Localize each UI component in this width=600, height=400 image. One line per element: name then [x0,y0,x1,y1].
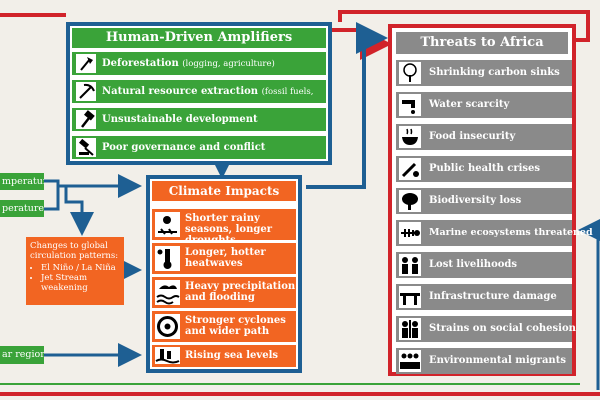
threat-item: Biodiversity loss [396,188,572,214]
climate-impact-item: Rising sea levels [152,345,296,367]
threat-item: Lost livelihoods [396,252,572,278]
climate-impact-label: Shorter rainy seasons, longer droughts [185,213,272,246]
threat-label: Shrinking carbon sinks [429,67,560,78]
threat-label: Lost livelihoods [429,259,518,270]
red-threats-top-loop [338,10,590,42]
threat-item: Water scarcity [396,92,572,118]
threat-label: Public health crises [429,163,541,174]
climate-to-threats-arrow [306,22,388,189]
human-driven-amplifiers-panel: Human-Driven Amplifiers Deforestation (l… [66,22,332,165]
amplifier-label: Unsustainable development [102,114,258,125]
temperature-bracket [44,179,60,211]
circulation-heading: Changes to global circulation patterns: [30,241,119,261]
threats-title: Threats to Africa [396,32,568,54]
temperature-to-circulation-arrow [64,186,94,236]
climate-impact-item: Stronger cyclones and wider path [152,311,296,342]
water-tap-icon [399,94,421,116]
drought-icon [155,212,180,237]
climate-impact-item: Heavy precipitation and flooding [152,277,296,308]
axe-icon [76,54,96,73]
divided-people-icon [399,318,421,340]
threat-label: Infrastructure damage [429,291,557,302]
amplifier-item: Natural resource extraction (fossil fuel… [72,80,326,121]
temperature-input-1: mperature [0,173,44,190]
threat-label: Marine ecosystems threatened [429,227,593,238]
migrants-icon [399,350,421,372]
circulation-bullet: El Niño / La Niña [41,263,120,273]
threat-label: Water scarcity [429,99,510,110]
amplifier-label: Natural resource extraction [102,86,259,97]
amplifier-note: (logging, agriculture) [182,59,275,69]
flood-icon [155,280,180,305]
threats-to-africa-panel: Threats to Africa Shrinking carbon sinks… [388,24,593,376]
circulation-patterns-box: Changes to global circulation patterns: … [26,237,124,305]
circulation-bullet: Jet Stream weakening [41,273,120,293]
amplifier-item: Deforestation (logging, agriculture) [72,52,326,75]
syringe-virus-icon [399,158,421,180]
co2-tree-icon [399,62,421,84]
gavel-icon [76,138,96,157]
threat-item: Food insecurity [396,124,572,150]
sea-level-icon [155,347,180,364]
broken-bridge-icon [399,286,421,308]
threat-item: Infrastructure damage [396,284,572,310]
cyclone-icon [155,314,180,339]
threat-item: Strains on social cohesion [396,316,576,342]
heat-thermometer-icon [155,246,180,271]
threat-item: Environmental migrants [396,348,572,374]
climate-impact-label: Longer, hotter heatwaves [185,247,266,269]
amplifier-label: Poor governance and conflict [102,142,266,153]
climate-impacts-panel: Climate Impacts Shorter rainy seasons, l… [146,175,302,373]
climate-impact-label: Stronger cyclones and wider path [185,315,286,337]
threat-item: Public health crises [396,156,572,182]
climate-impact-label: Rising sea levels [185,350,278,361]
elephant-icon [399,190,421,212]
fish-skeleton-icon [399,222,421,244]
threat-label: Food insecurity [429,131,516,142]
pickaxe-icon [76,82,96,101]
threat-item: Shrinking carbon sinks [396,60,572,86]
people-group-icon [399,254,421,276]
threat-label: Environmental migrants [429,355,566,366]
amplifiers-title: Human-Driven Amplifiers [72,28,326,48]
amplifier-label: Deforestation [102,58,179,69]
temperature-input-2: perature [0,200,44,217]
empty-bowl-icon [399,126,421,148]
climate-impact-item: Shorter rainy seasons, longer droughts [152,209,296,246]
amplifier-item: Unsustainable development [72,108,326,131]
climate-impact-item: Longer, hotter heatwaves [152,243,296,274]
climate-impact-label: Heavy precipitation and flooding [185,281,296,303]
polar-regions-input: ar regions [0,346,44,364]
climate-impacts-title: Climate Impacts [152,181,296,201]
threat-label: Biodiversity loss [429,195,522,206]
hammer-icon [76,110,96,129]
threats-to-bottom-arrow [578,218,600,390]
threat-item: Marine ecosystems threatened [396,220,593,246]
amplifier-item: Poor governance and conflict [72,136,326,159]
threat-label: Strains on social cohesion [429,323,576,334]
